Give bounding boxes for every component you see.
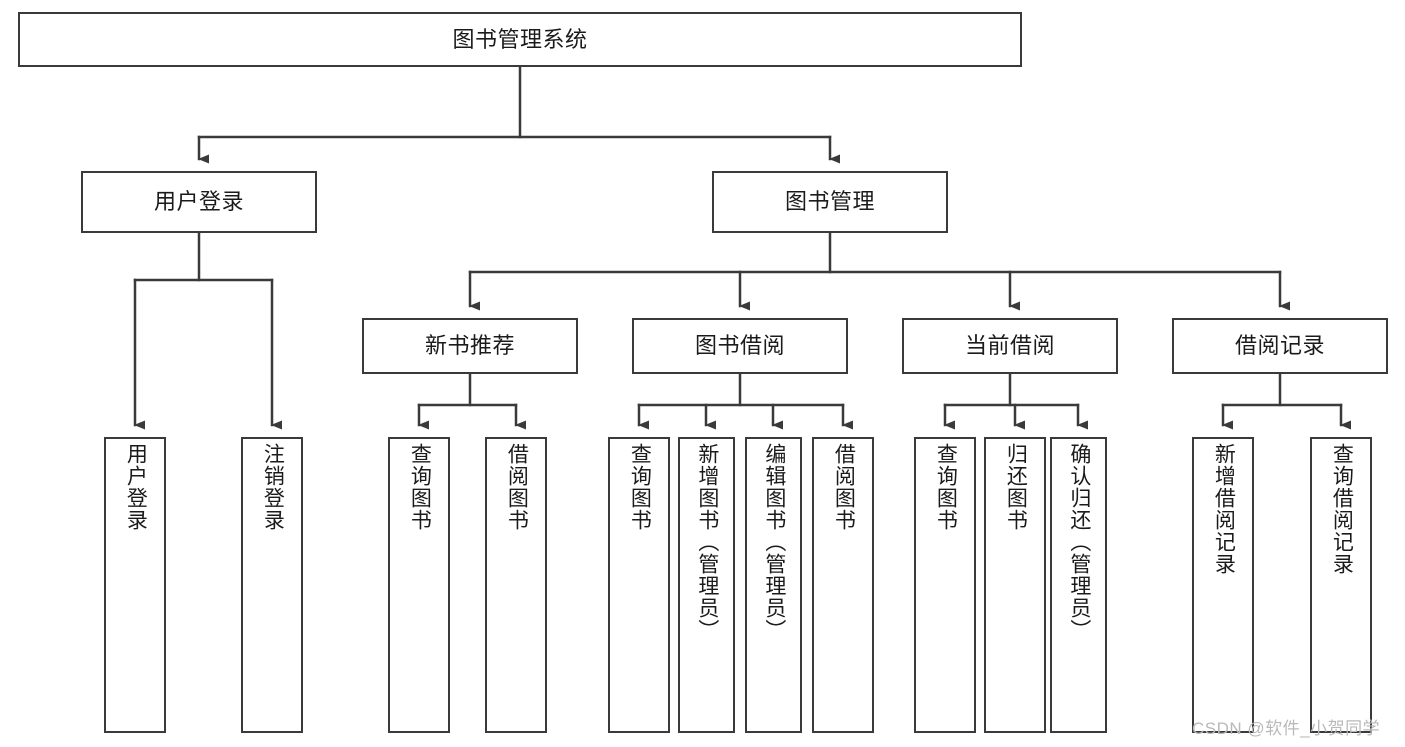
node-current-borrow-label: 当前借阅 [964, 333, 1055, 359]
node-new-book-rec[interactable]: 新书推荐 [362, 318, 578, 374]
leaf-query-record[interactable]: 查询借阅记录 [1310, 437, 1372, 733]
leaf-return-book-label: 归还图书 [1004, 443, 1028, 531]
leaf-query-book-current[interactable]: 查询图书 [914, 437, 976, 733]
node-new-book-rec-label: 新书推荐 [424, 333, 515, 359]
leaf-add-record[interactable]: 新增借阅记录 [1192, 437, 1254, 733]
leaf-confirm-return-label: 确认归还（管理员） [1067, 443, 1091, 641]
leaf-query-record-label: 查询借阅记录 [1330, 443, 1354, 575]
leaf-edit-book-label: 编辑图书（管理员） [762, 443, 786, 641]
leaf-borrow-book-rec-label: 借阅图书 [505, 443, 529, 531]
leaf-confirm-return[interactable]: 确认归还（管理员） [1050, 437, 1107, 733]
node-book-manage[interactable]: 图书管理 [712, 171, 948, 233]
leaf-add-book[interactable]: 新增图书（管理员） [678, 437, 735, 733]
node-borrow-record-label: 借阅记录 [1234, 333, 1325, 359]
node-root[interactable]: 图书管理系统 [18, 12, 1022, 67]
leaf-query-book-rec-label: 查询图书 [408, 443, 432, 531]
leaf-return-book[interactable]: 归还图书 [984, 437, 1046, 733]
leaf-borrow-book-label: 借阅图书 [832, 443, 856, 531]
leaf-user-login-label: 用户登录 [124, 443, 148, 531]
leaf-edit-book[interactable]: 编辑图书（管理员） [745, 437, 802, 733]
node-current-borrow[interactable]: 当前借阅 [902, 318, 1118, 374]
leaf-borrow-book-rec[interactable]: 借阅图书 [485, 437, 547, 733]
leaf-query-book-rec[interactable]: 查询图书 [388, 437, 450, 733]
node-book-manage-label: 图书管理 [784, 189, 875, 215]
leaf-logout[interactable]: 注销登录 [241, 437, 303, 733]
node-book-borrow-label: 图书借阅 [694, 333, 785, 359]
node-book-borrow[interactable]: 图书借阅 [632, 318, 848, 374]
leaf-user-login[interactable]: 用户登录 [104, 437, 166, 733]
leaf-add-book-label: 新增图书（管理员） [695, 443, 719, 641]
node-user-login[interactable]: 用户登录 [81, 171, 317, 233]
node-root-label: 图书管理系统 [452, 26, 588, 52]
leaf-query-book-borrow[interactable]: 查询图书 [608, 437, 670, 733]
node-borrow-record[interactable]: 借阅记录 [1172, 318, 1388, 374]
leaf-add-record-label: 新增借阅记录 [1212, 443, 1236, 575]
node-user-login-label: 用户登录 [153, 189, 244, 215]
leaf-query-book-borrow-label: 查询图书 [628, 443, 652, 531]
leaf-borrow-book[interactable]: 借阅图书 [812, 437, 874, 733]
leaf-logout-label: 注销登录 [261, 443, 285, 531]
leaf-query-book-current-label: 查询图书 [934, 443, 958, 531]
